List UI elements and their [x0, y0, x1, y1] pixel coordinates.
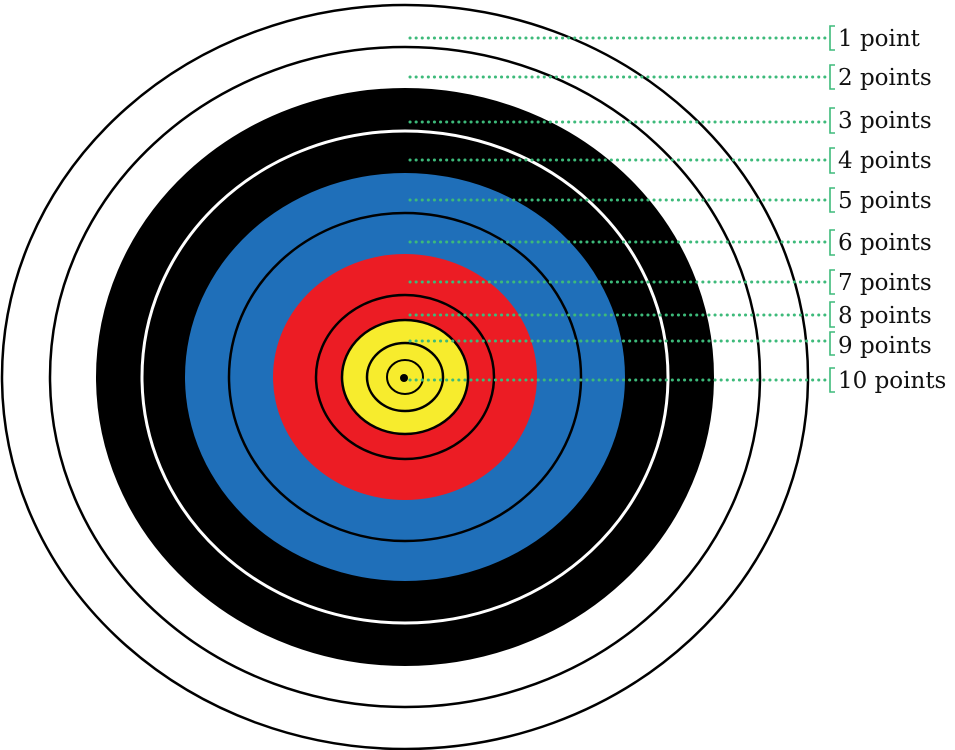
zone-label-7: 7 points — [838, 270, 932, 296]
zone-label-5: 5 points — [838, 188, 932, 214]
zone-label-3: 3 points — [838, 108, 932, 134]
zone-label-1: 1 point — [838, 26, 921, 52]
center-x-dot — [400, 374, 408, 382]
zone-label-10: 10 points — [838, 368, 946, 394]
zone-label-8: 8 points — [838, 303, 932, 329]
zone-label-4: 4 points — [838, 148, 932, 174]
leader-lines — [408, 36, 828, 382]
bracket — [829, 147, 835, 174]
zone-label-2: 2 points — [838, 65, 932, 91]
bracket — [829, 187, 835, 213]
bracket — [829, 269, 835, 295]
zone-labels: 1 point 2 points 3 points 4 points 5 poi… — [838, 26, 946, 394]
bracket — [829, 331, 835, 356]
zone-label-6: 6 points — [838, 230, 932, 256]
bracket — [829, 229, 835, 256]
bracket — [829, 301, 835, 328]
bracket — [829, 107, 835, 134]
label-brackets — [829, 25, 835, 393]
inner-ten-ring — [386, 359, 424, 395]
bracket — [829, 64, 835, 90]
bracket — [829, 25, 835, 51]
bracket — [829, 367, 835, 393]
zone-label-9: 9 points — [838, 333, 932, 359]
